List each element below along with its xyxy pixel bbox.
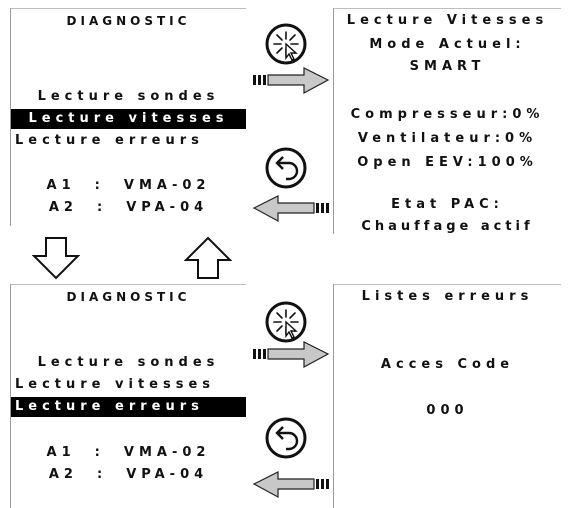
mode-value: SMART	[409, 59, 486, 74]
a2-value: A2 : VPA-04	[48, 467, 209, 482]
screen-title: DIAGNOSTIC	[66, 290, 191, 304]
menu-item-lecture-vitesses[interactable]: Lecture vitesses	[15, 377, 216, 392]
menu-item-lecture-vitesses[interactable]: Lecture vitesses	[11, 109, 246, 129]
screen-title: Listes erreurs	[361, 289, 534, 304]
menu-item-lecture-erreurs[interactable]: Lecture erreurs	[15, 133, 204, 148]
eev-opening: Open EEV:100%	[357, 155, 538, 170]
screen-title: Lecture Vitesses	[346, 13, 549, 28]
vitesses-screen: Lecture Vitesses Mode Actuel: SMART Comp…	[333, 8, 561, 234]
back-icon[interactable]	[264, 146, 308, 190]
a1-value: A1 : VMA-02	[46, 445, 211, 460]
erreurs-screen: Listes erreurs Acces Code 000	[333, 284, 561, 508]
select-touch-icon[interactable]	[264, 22, 308, 66]
compressor-speed: Compresseur:0%	[350, 107, 545, 122]
arrow-left-icon	[252, 471, 329, 499]
a1-value: A1 : VMA-02	[46, 178, 211, 193]
arrow-right-icon	[253, 341, 330, 369]
menu-item-lecture-sondes[interactable]: Lecture sondes	[37, 89, 220, 104]
screen-title: DIAGNOSTIC	[66, 14, 191, 28]
arrow-right-icon	[253, 67, 330, 95]
menu-item-lecture-sondes[interactable]: Lecture sondes	[37, 355, 220, 370]
access-code-label: Acces Code	[380, 357, 515, 372]
state-value: Chauffage actif	[361, 219, 534, 234]
diagnostic-screen-top: DIAGNOSTIC Lecture sondes Lecture vitess…	[10, 8, 246, 226]
access-code-value: 000	[426, 403, 469, 418]
select-touch-icon[interactable]	[264, 300, 308, 344]
arrow-down-icon	[32, 237, 80, 280]
back-icon[interactable]	[264, 416, 308, 460]
mode-label: Mode Actuel:	[369, 37, 526, 52]
menu-item-lecture-erreurs[interactable]: Lecture erreurs	[11, 397, 246, 417]
state-label: Etat PAC:	[391, 197, 504, 212]
arrow-up-icon	[184, 236, 232, 279]
fan-speed: Ventilateur:0%	[357, 131, 538, 146]
a2-value: A2 : VPA-04	[48, 200, 209, 215]
diagnostic-screen-bottom: DIAGNOSTIC Lecture sondes Lecture vitess…	[10, 284, 246, 508]
arrow-left-icon	[252, 195, 329, 223]
